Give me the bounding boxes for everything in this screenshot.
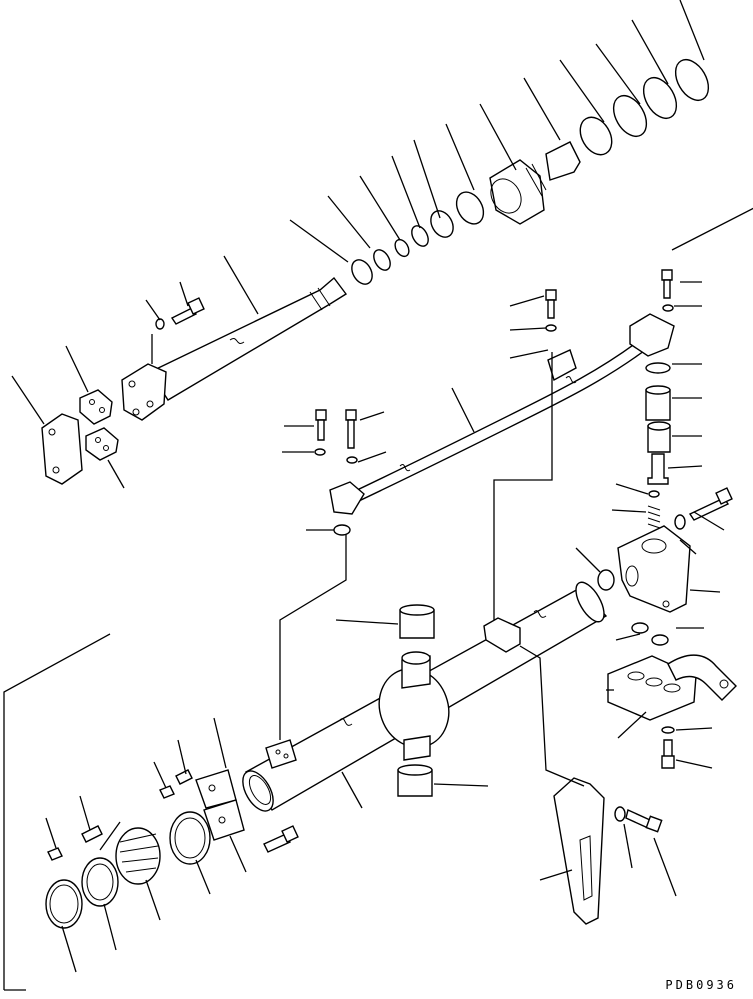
rod-cap	[42, 414, 82, 484]
cylinder-head-assembly	[46, 770, 298, 928]
ring-5	[426, 207, 457, 241]
mounting-bracket	[554, 778, 662, 924]
shim-upper	[80, 390, 112, 424]
valve-body	[618, 526, 690, 612]
ring-3	[392, 237, 411, 259]
piston-rod	[150, 278, 346, 400]
piston	[490, 160, 544, 224]
cylinder-tube	[237, 578, 610, 816]
piston-rod-assembly	[42, 54, 715, 484]
leader-lines-valve	[576, 364, 724, 768]
pipe-flange-left	[330, 482, 364, 514]
rod-eye	[122, 364, 166, 420]
ring-9	[637, 72, 683, 124]
elbow-pipe	[668, 655, 736, 700]
rod-washer	[156, 319, 164, 329]
piston-nut	[546, 142, 580, 180]
leader-lines-lower	[4, 352, 676, 990]
ring-10	[669, 54, 715, 106]
ring-2	[370, 247, 393, 273]
leader-lines-pipe	[282, 208, 753, 530]
ring-8	[607, 90, 653, 142]
ring-1	[348, 256, 377, 288]
ring-6	[451, 187, 489, 228]
shim-lower	[86, 428, 118, 460]
ring-4	[408, 223, 431, 249]
leader-lines-upper	[12, 0, 704, 488]
pipe-flange-right	[630, 314, 674, 356]
rod-bolt	[172, 308, 196, 324]
drawing-code: PDB0936	[665, 978, 737, 992]
valve-components	[598, 363, 736, 768]
ring-7	[574, 112, 618, 161]
hydraulic-pipe	[315, 270, 674, 535]
